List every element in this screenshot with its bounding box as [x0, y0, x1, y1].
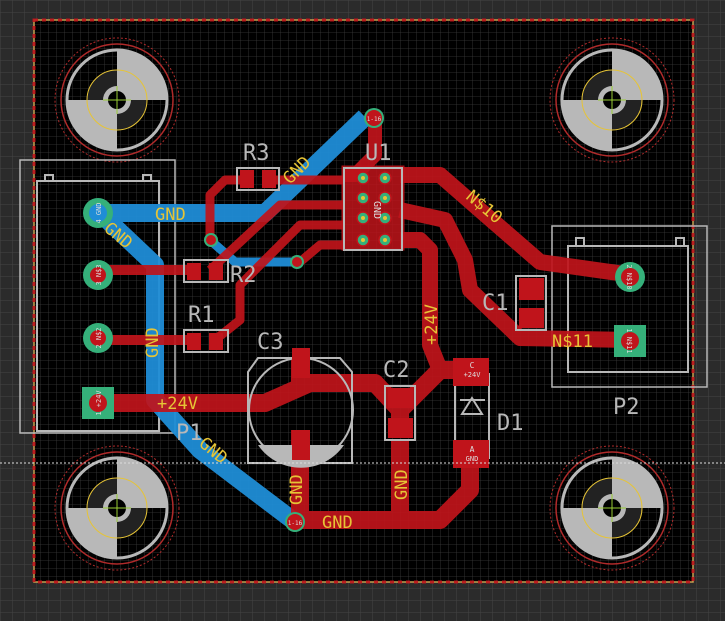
- trace-r1-u1: [212, 220, 345, 344]
- resistor-r2[interactable]: [183, 259, 229, 283]
- r3-label[interactable]: R3: [243, 141, 270, 166]
- via-bottom-label: 1-16: [288, 520, 303, 527]
- net-label-n11: N$11: [552, 332, 593, 352]
- p1-pin4-label: 4 GND: [95, 202, 103, 223]
- net-label-gnd-top: GND: [155, 205, 186, 225]
- trace-r2-u1: [206, 200, 345, 274]
- top-copper-thin-traces[interactable]: [205, 175, 345, 344]
- net-label-gnd-c3: GND: [287, 474, 307, 505]
- d1-cathode-label: C: [470, 361, 475, 370]
- d1-label[interactable]: D1: [497, 411, 524, 436]
- connector-p2-outline[interactable]: [551, 225, 708, 388]
- trace-via-u1-lower: [297, 240, 345, 266]
- p2-pin2-label: 2 N$10: [625, 264, 633, 289]
- resistor-r1[interactable]: [183, 329, 229, 353]
- p1-pads[interactable]: [82, 198, 114, 419]
- p1-pin1-label: 1 +24V: [95, 390, 103, 416]
- p1-pin3-label: 3 N$3: [95, 264, 103, 285]
- capacitor-c2[interactable]: [384, 385, 416, 441]
- capacitor-c1[interactable]: [515, 275, 547, 331]
- p2-label[interactable]: P2: [613, 395, 640, 420]
- ic-u1[interactable]: GND: [341, 165, 405, 251]
- trace-gnd-bottom: [291, 430, 479, 529]
- mounting-hole-bottom-left[interactable]: [54, 445, 180, 571]
- d1-anode-net: GND: [466, 455, 479, 463]
- u1-label[interactable]: U1: [365, 141, 392, 166]
- mounting-hole-bottom-right[interactable]: [549, 445, 675, 571]
- trace-24v-u1: [400, 232, 448, 373]
- c1-label[interactable]: C1: [482, 291, 509, 316]
- vias[interactable]: [204, 108, 384, 532]
- mounting-hole-top-right[interactable]: [549, 37, 675, 163]
- c3-label[interactable]: C3: [257, 330, 284, 355]
- net-label-gnd-bottom: GND: [322, 513, 353, 533]
- trace-n10: [400, 167, 634, 283]
- c2-label[interactable]: C2: [383, 358, 410, 383]
- net-label-24v-p1: +24V: [157, 394, 198, 414]
- d1-anode-label: A: [470, 445, 475, 454]
- r1-label[interactable]: R1: [188, 303, 215, 328]
- p1-label[interactable]: P1: [176, 421, 203, 446]
- trace-gnd-via-link: [207, 236, 300, 267]
- via-top-label: 1-16: [367, 116, 382, 123]
- r2-label[interactable]: R2: [230, 263, 257, 288]
- board-restrict-outline: [32, 18, 695, 584]
- diode-d1[interactable]: C +24V A GND: [453, 358, 490, 468]
- net-label-gnd-left: GND: [143, 327, 163, 358]
- net-label-gnd-c2: GND: [392, 469, 412, 500]
- trace-r3-via: [205, 175, 245, 240]
- p2-pads[interactable]: [614, 262, 646, 357]
- top-copper-traces[interactable]: [100, 117, 634, 529]
- net-label-24v-u1: +24V: [422, 304, 442, 345]
- d1-cathode-net: +24V: [464, 371, 482, 379]
- mounting-hole-top-left[interactable]: [54, 37, 180, 163]
- resistor-r3[interactable]: [236, 167, 280, 191]
- u1-center-net-label: GND: [371, 201, 382, 219]
- p2-pin1-label: 1 N$11: [625, 328, 633, 353]
- p1-pin2-label: 2 N$2: [95, 327, 103, 348]
- trace-n11: [398, 202, 633, 348]
